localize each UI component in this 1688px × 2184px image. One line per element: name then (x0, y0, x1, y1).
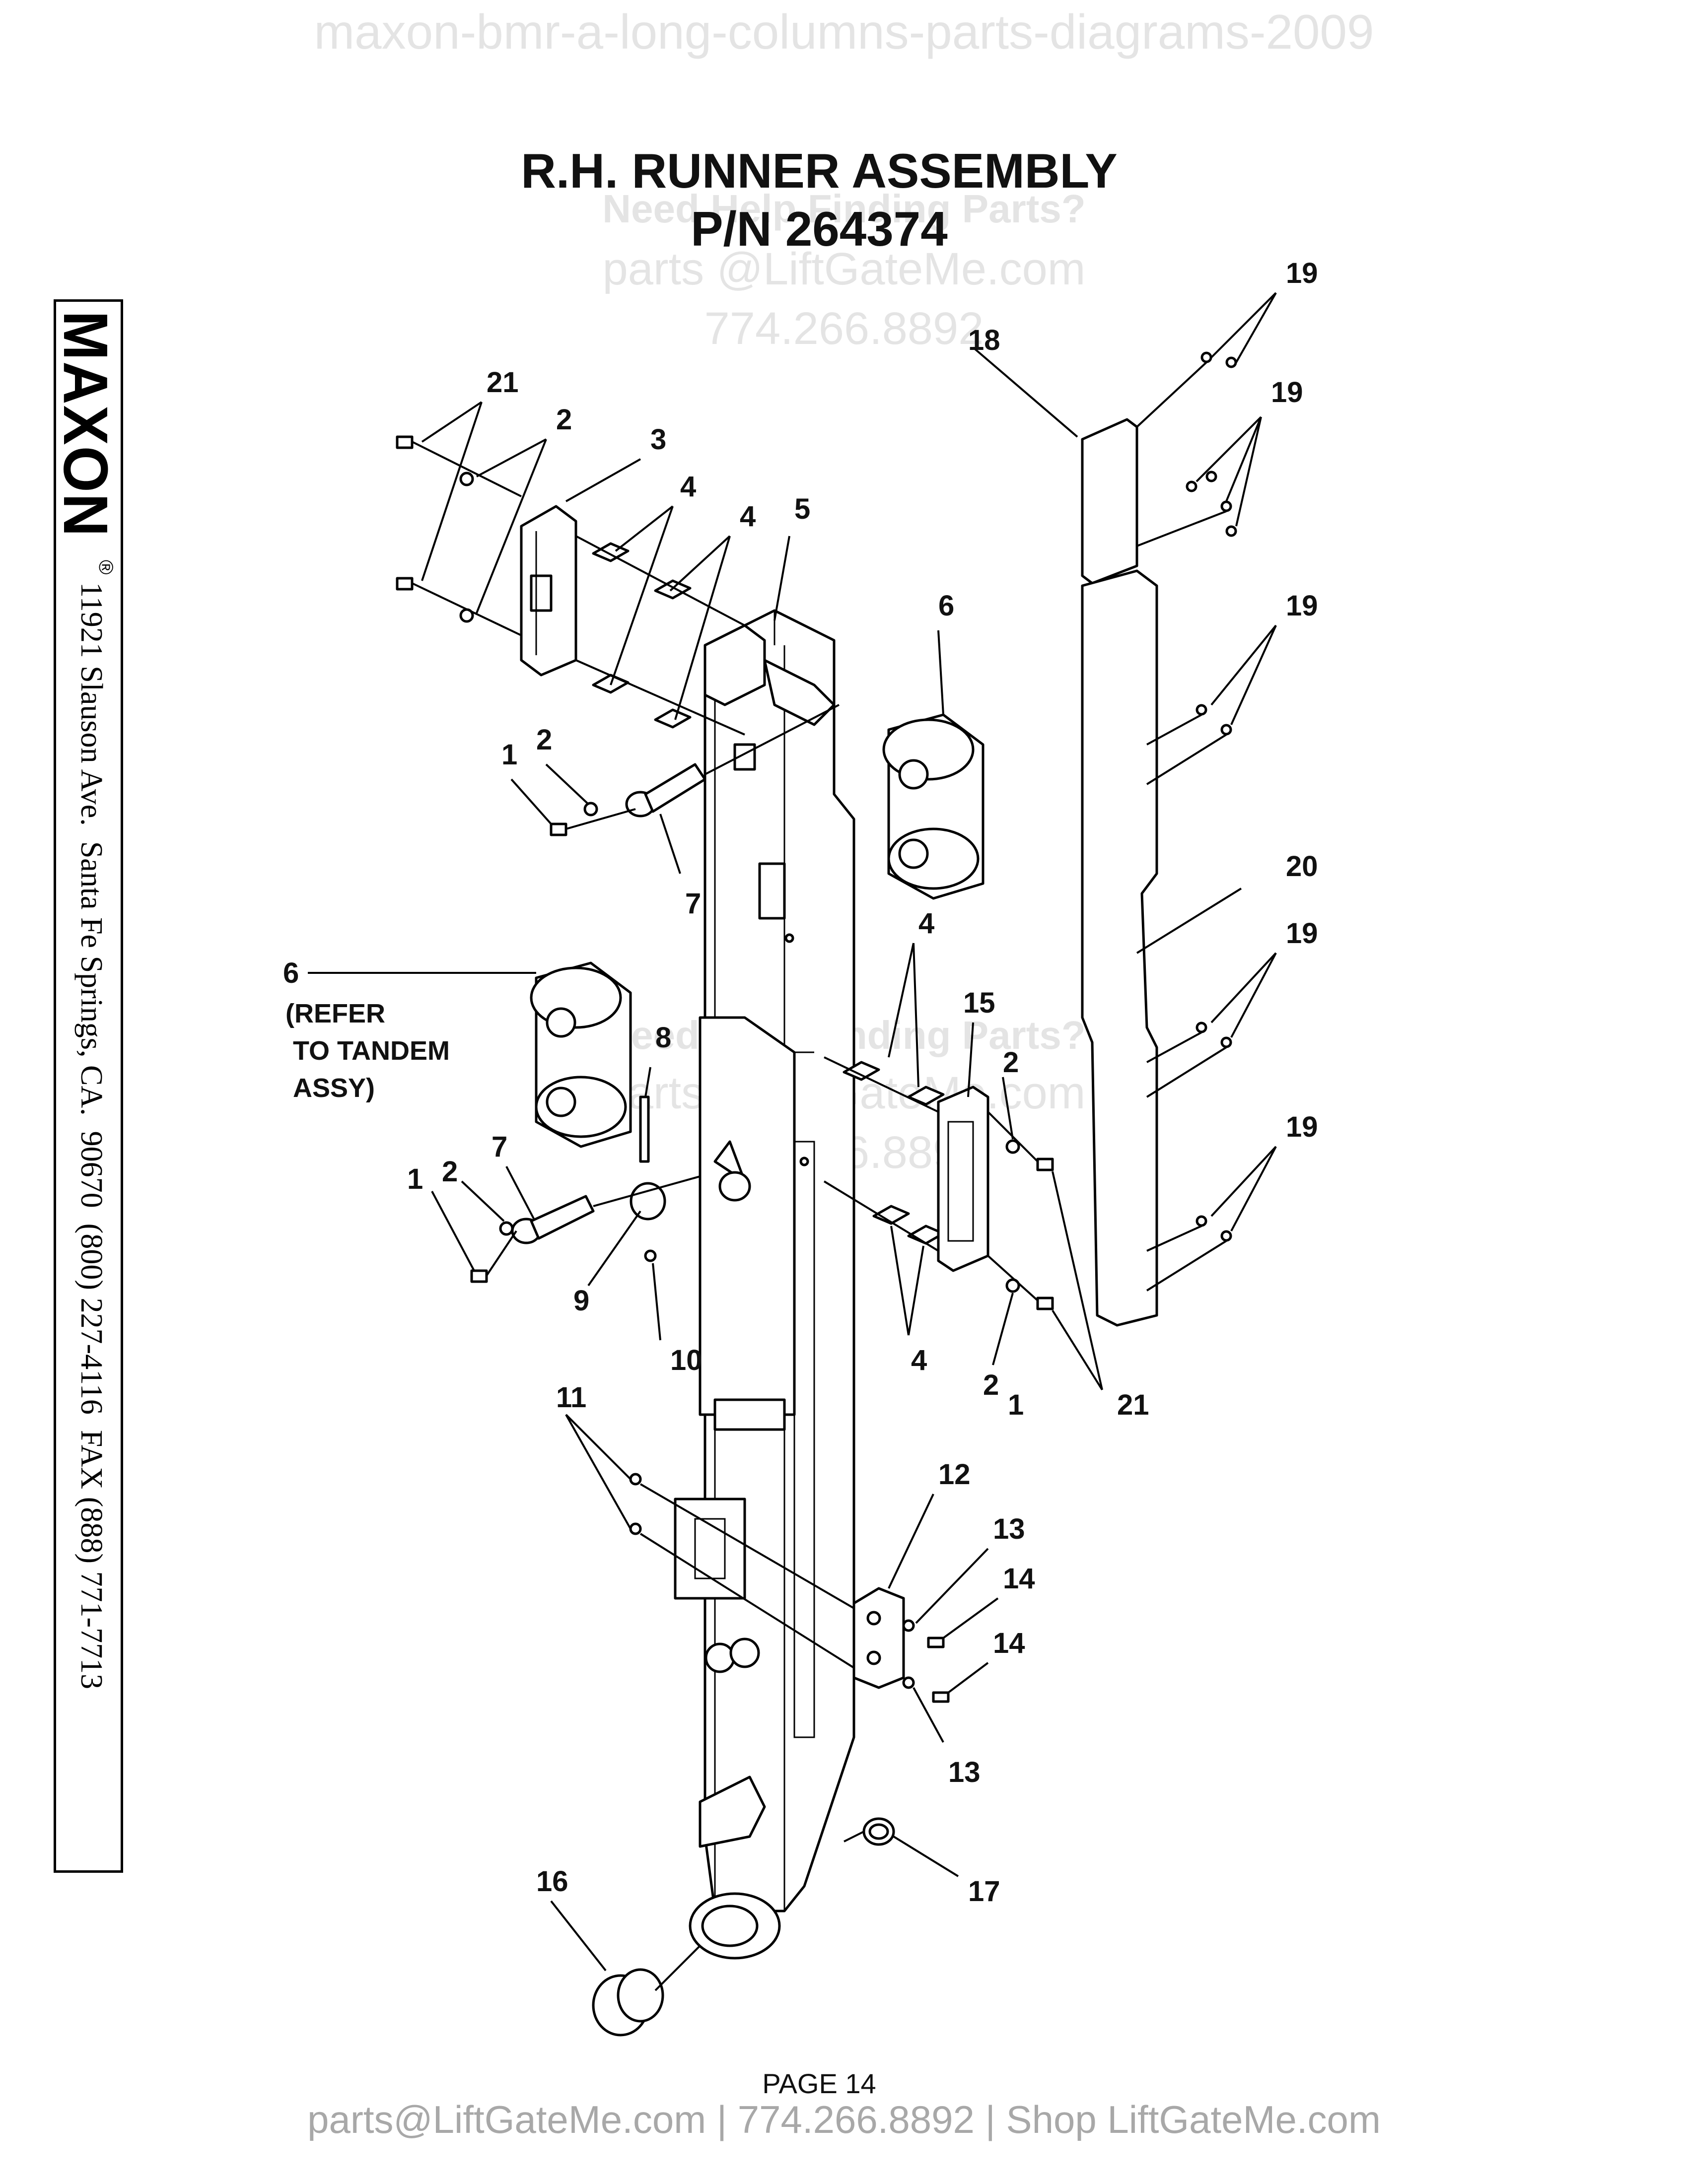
shim (907, 1086, 945, 1106)
watermark-phone: 774.266.8892 (704, 303, 984, 354)
callout-label-c14b: 14 (993, 1627, 1025, 1659)
shim (872, 1205, 910, 1225)
callout-label-c6b: 6 (283, 957, 299, 989)
callout-label-c13a: 13 (993, 1513, 1025, 1545)
parts-drawing (308, 292, 1277, 2037)
callout-label-c2b: 2 (536, 724, 552, 756)
footer-contact: parts@LiftGateMe.com | 774.266.8892 | Sh… (307, 2098, 1381, 2141)
bolt (396, 577, 414, 591)
strike-plate (520, 505, 577, 677)
washer-13 (902, 1676, 915, 1689)
bolt (1036, 1158, 1054, 1171)
screws-19 (1186, 351, 1237, 1242)
runner-column (674, 609, 855, 1960)
callout-label-c5: 5 (794, 493, 810, 525)
callout-label-c4b: 4 (740, 500, 756, 533)
callout-label-c15: 15 (963, 987, 995, 1019)
callout-label-c8: 8 (655, 1022, 671, 1054)
callout-label-c4a: 4 (680, 471, 696, 503)
callout-label-c6note2: TO TANDEM (293, 1036, 450, 1066)
callout-label-c2a: 2 (556, 404, 572, 436)
bushing-9 (630, 1182, 666, 1221)
callout-label-c18: 18 (968, 324, 1000, 356)
callout-label-c17: 17 (968, 1875, 1000, 1908)
pin-upper (625, 763, 706, 818)
callout-label-c6note1: (REFER (285, 999, 385, 1028)
callout-label-c7a: 7 (685, 887, 701, 920)
company-info-bar: MAXON ® 11921 Slauson Ave. Santa Fe Spri… (51, 299, 123, 1873)
callout-label-c6a: 6 (938, 590, 954, 622)
callout-label-c11: 11 (556, 1381, 586, 1414)
part-number: P/N 264374 (691, 202, 948, 256)
bushing-17 (862, 1817, 895, 1846)
callout-label-c1a: 1 (501, 739, 517, 771)
page-number: PAGE 14 (762, 2068, 876, 2099)
callout-label-c19b: 19 (1271, 376, 1303, 409)
diagram-title: R.H. RUNNER ASSEMBLY (521, 143, 1118, 198)
callout-label-c2e: 2 (983, 1369, 999, 1401)
callout-label-c19d: 19 (1286, 917, 1318, 950)
retainer-block-12 (852, 1587, 905, 1689)
nut-11 (629, 1522, 642, 1535)
callout-label-c1b: 1 (407, 1163, 423, 1195)
callout-label-c21b: 21 (1117, 1389, 1149, 1421)
callout-label-c19a: 19 (1286, 257, 1318, 289)
latch-15 (937, 1086, 989, 1272)
washer (583, 802, 598, 817)
shim (654, 708, 692, 729)
nut-10 (644, 1249, 657, 1262)
pin-lower (511, 1195, 595, 1244)
callout-label-c20: 20 (1286, 850, 1318, 883)
callout-label-c12: 12 (938, 1458, 971, 1491)
cover-plate-18 (1081, 418, 1138, 585)
tandem-roller-lower (530, 961, 632, 1148)
callout-label-c10: 10 (670, 1344, 703, 1376)
washer-13 (902, 1619, 915, 1632)
callout-label-c4c: 4 (918, 907, 934, 940)
callout-label-c4d: 4 (911, 1344, 927, 1376)
washer (1005, 1278, 1020, 1293)
callout-label-c2c: 2 (1003, 1046, 1019, 1079)
callout-label-c9: 9 (573, 1285, 589, 1317)
callout-label-c16: 16 (536, 1865, 568, 1898)
bolt (470, 1269, 488, 1283)
bushing-16 (592, 1968, 664, 2037)
bolt (396, 435, 414, 449)
callout-label-c14a: 14 (1003, 1563, 1035, 1595)
washer (499, 1221, 514, 1236)
bolt (550, 822, 567, 836)
bolt (1036, 1297, 1054, 1310)
nut-11 (629, 1473, 642, 1486)
watermark-email: parts @LiftGateMe.com (602, 244, 1086, 294)
watermark-help-text: Need Help Finding Parts? (602, 187, 1086, 231)
callout-label-c1c: 1 (1008, 1389, 1024, 1421)
wedge-roller (718, 1171, 751, 1202)
callout-label-c3: 3 (650, 423, 666, 456)
washer (1005, 1139, 1020, 1154)
callout-label-c6note3: ASSY) (293, 1073, 375, 1103)
callout-label-c2d: 2 (442, 1156, 458, 1188)
callout-label-c13b: 13 (948, 1756, 981, 1788)
callout-label-c19e: 19 (1286, 1111, 1318, 1143)
callout-label-c21a: 21 (487, 366, 519, 399)
assembly-lines (412, 361, 1227, 1991)
cover-plate-20 (1081, 569, 1158, 1327)
washer (459, 472, 474, 486)
bolt-8 (639, 1095, 650, 1163)
callout-label-c7b: 7 (492, 1131, 507, 1163)
tandem-roller-upper (882, 713, 985, 900)
callout-leaders (308, 292, 1277, 1972)
shim (843, 1061, 880, 1081)
bolt-14 (927, 1637, 945, 1648)
callout-label-c19c: 19 (1286, 590, 1318, 622)
bolt-14 (932, 1691, 950, 1703)
watermark-document-name: maxon-bmr-a-long-columns-parts-diagrams-… (314, 4, 1374, 59)
